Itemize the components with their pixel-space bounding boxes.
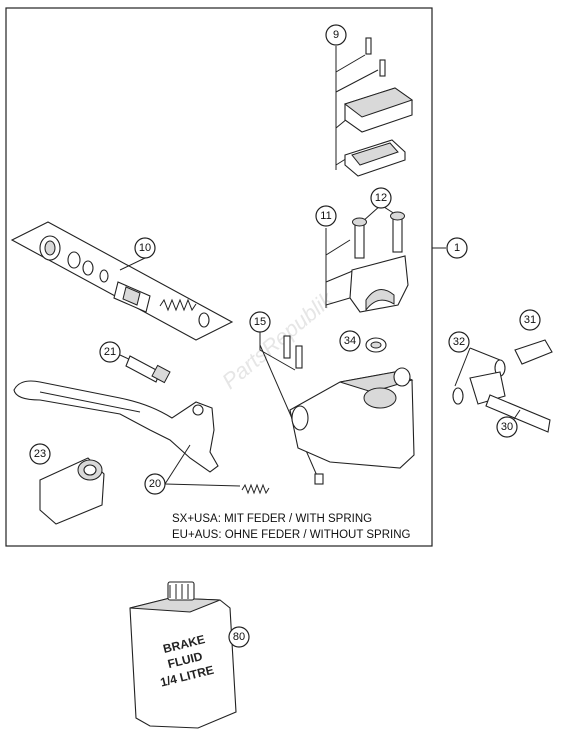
svg-text:80: 80 <box>233 631 245 643</box>
callout-30: 30 <box>496 416 518 438</box>
callout-9: 9 <box>325 24 347 46</box>
watermark: PartsRepublik <box>217 286 339 394</box>
svg-text:23: 23 <box>34 448 46 460</box>
callout-34: 34 <box>339 330 361 352</box>
svg-text:34: 34 <box>344 335 356 347</box>
svg-text:10: 10 <box>139 242 151 254</box>
svg-text:1: 1 <box>454 242 460 254</box>
leader-10 <box>119 257 146 271</box>
callout-12: 12 <box>370 187 392 209</box>
svg-text:32: 32 <box>453 336 465 348</box>
reservoir-cap-group <box>335 37 414 177</box>
adjuster-screw <box>119 354 171 384</box>
callout-11: 11 <box>315 205 337 227</box>
hose-fitting-group <box>452 339 553 433</box>
callout-21: 21 <box>99 341 121 363</box>
callout-15: 15 <box>249 311 271 333</box>
lever-sleeve <box>39 457 105 525</box>
brake-lever <box>13 380 219 473</box>
svg-text:21: 21 <box>104 346 116 358</box>
callout-1: 1 <box>446 237 468 259</box>
callout-10: 10 <box>134 237 156 259</box>
small-cap <box>365 337 387 353</box>
svg-text:12: 12 <box>375 192 387 204</box>
svg-text:9: 9 <box>333 29 339 41</box>
master-cylinder-bolts <box>259 332 324 485</box>
callout-23: 23 <box>29 443 51 465</box>
assembly-frame <box>5 7 433 547</box>
svg-text:31: 31 <box>524 314 536 326</box>
svg-text:15: 15 <box>254 316 266 328</box>
note-line-1: SX+USA: MIT FEDER / WITH SPRING <box>172 513 372 525</box>
callout-20: 20 <box>144 473 166 495</box>
callout-80: 80 <box>228 626 250 648</box>
brake-fluid-bottle: BRAKE FLUID 1/4 LITRE <box>129 581 237 729</box>
piston-kit-group <box>10 221 234 341</box>
callout-32: 32 <box>448 331 470 353</box>
note-line-2: EU+AUS: OHNE FEDER / WITHOUT SPRING <box>172 529 410 541</box>
callout-31: 31 <box>519 309 541 331</box>
svg-text:11: 11 <box>320 210 331 222</box>
svg-text:30: 30 <box>501 421 513 433</box>
master-cylinder-body <box>289 367 415 469</box>
handlebar-clamp-group <box>325 204 409 313</box>
svg-text:20: 20 <box>149 478 161 490</box>
lever-spring <box>164 444 270 495</box>
